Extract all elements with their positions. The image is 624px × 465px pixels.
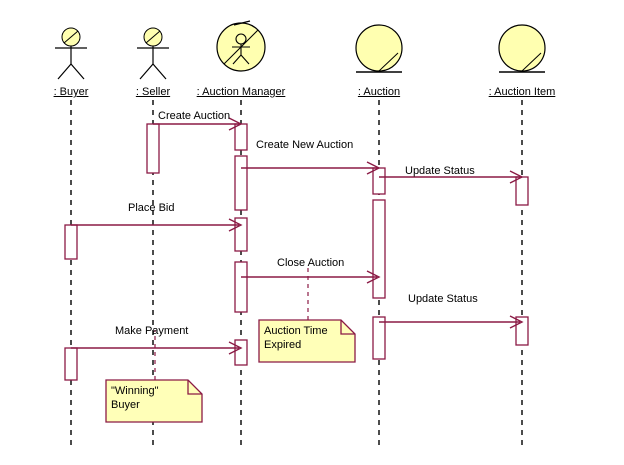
activation-bar	[64, 224, 78, 260]
message-arrow-place-bid	[71, 218, 243, 232]
activation-bar	[372, 316, 386, 360]
message-label-close-auction[interactable]: Close Auction	[277, 257, 345, 269]
message-label-update-status-1[interactable]: Update Status	[405, 165, 475, 177]
actor-stick-figure-icon-buyer	[55, 27, 87, 80]
message-arrow-update-status-1	[379, 170, 524, 184]
note-auction-time-expired	[258, 319, 356, 363]
message-arrow-make-payment	[71, 341, 243, 355]
participant-label-auction-manager[interactable]: : Auction Manager	[196, 86, 286, 98]
participant-label-buyer[interactable]: : Buyer	[53, 86, 89, 98]
actor-stick-figure-icon-seller	[137, 27, 169, 80]
messages-group	[71, 117, 524, 355]
message-arrow-close-auction	[241, 270, 381, 284]
message-arrow-update-status-2	[379, 315, 524, 329]
message-label-place-bid[interactable]: Place Bid	[128, 202, 175, 214]
message-arrow-create-new-auction	[241, 161, 381, 175]
entity-circle-icon-auction-item	[498, 24, 546, 73]
message-label-create-auction[interactable]: Create Auction	[158, 110, 231, 122]
control-actor-circle-icon-auction-manager	[216, 20, 266, 72]
participant-label-auction-item[interactable]: : Auction Item	[488, 86, 556, 98]
activation-bar	[372, 199, 386, 299]
note-text-auction-time-expired[interactable]: Auction Time Expired	[264, 325, 328, 351]
activation-bar	[234, 155, 248, 211]
message-label-make-payment[interactable]: Make Payment	[115, 325, 189, 337]
activation-bar	[234, 339, 248, 366]
activation-bar	[64, 347, 78, 381]
note-winning-buyer	[105, 379, 203, 423]
activation-bar	[234, 123, 248, 151]
participant-label-seller[interactable]: : Seller	[135, 86, 171, 98]
entity-circle-icon-auction	[355, 24, 403, 73]
note-anchors-group	[154, 264, 309, 380]
note-text-winning-buyer[interactable]: "Winning" Buyer	[111, 385, 159, 411]
activation-bar	[515, 176, 529, 206]
activation-bar	[515, 316, 529, 346]
message-label-create-new-auction[interactable]: Create New Auction	[256, 139, 354, 151]
activation-bar	[234, 261, 248, 313]
activation-bar	[372, 167, 386, 195]
activation-bar	[146, 123, 160, 174]
message-label-update-status-2[interactable]: Update Status	[408, 293, 478, 305]
participant-label-auction[interactable]: : Auction	[357, 86, 401, 98]
message-arrow-create-auction	[153, 117, 243, 131]
